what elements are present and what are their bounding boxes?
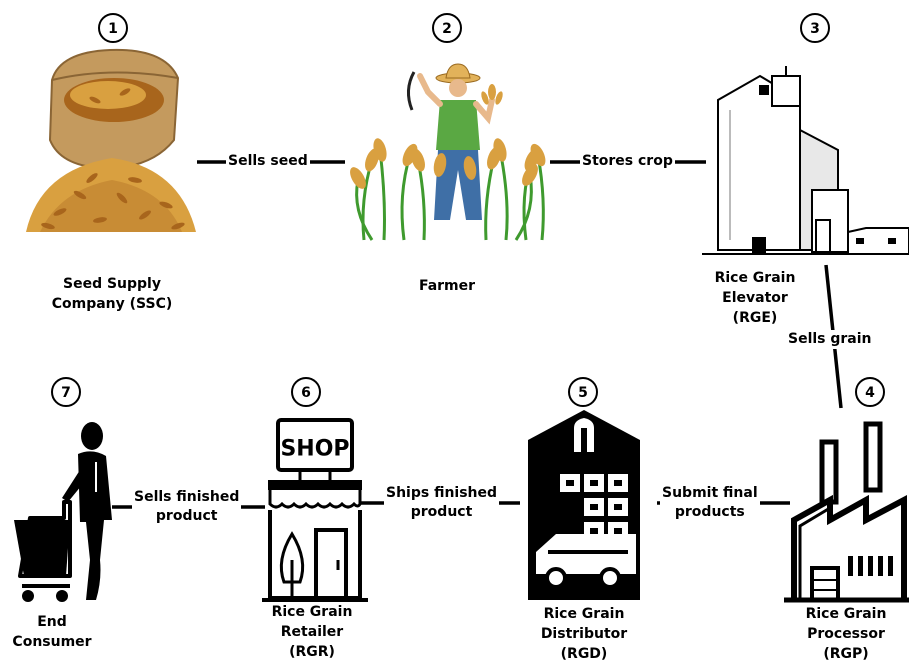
edge-label-line: Stores crop xyxy=(582,153,673,169)
node-label-rgr: Rice Grain Retailer (RGR) xyxy=(256,602,368,662)
node-label-line: (RGE) xyxy=(732,310,778,326)
edge-label-sells-grain: Sells grain xyxy=(786,330,874,349)
node-label-line: Rice Grain xyxy=(805,606,887,622)
node-label-rge: Rice Grain Elevator (RGE) xyxy=(700,268,810,328)
node-number-circle-3 xyxy=(800,13,830,43)
distribution-warehouse-icon xyxy=(528,410,640,600)
node-label-line: Farmer xyxy=(418,278,476,294)
node-label-rgp: Rice Grain Processor (RGP) xyxy=(790,604,902,664)
node-label-farmer: Farmer xyxy=(392,276,502,296)
node-number-circle-6 xyxy=(291,377,321,407)
node-number-2: 2 xyxy=(442,21,452,37)
node-label-line: Elevator xyxy=(722,290,788,306)
node-label-ssc: Seed Supply Company (SSC) xyxy=(42,274,182,314)
node-number-circle-4 xyxy=(855,377,885,407)
node-number-7: 7 xyxy=(61,385,71,401)
farmer-field-icon xyxy=(350,63,546,241)
node-label-line: (RGR) xyxy=(289,644,335,660)
shop-sign-text: SHOP xyxy=(280,437,349,462)
edge-label-line: Sells grain xyxy=(788,331,872,347)
edge-label-line: product xyxy=(155,508,218,524)
node-label-line: Rice Grain xyxy=(543,606,625,622)
node-label-line: Processor xyxy=(807,626,885,642)
edge-label-line: Ships finished xyxy=(386,485,498,501)
node-label-line: Rice Grain xyxy=(271,604,353,620)
shop-storefront-icon: SHOP xyxy=(262,418,368,602)
number-circles xyxy=(51,13,885,407)
node-label-line: Seed Supply xyxy=(63,276,161,292)
grain-elevator-icon xyxy=(702,66,909,255)
node-number-4: 4 xyxy=(865,385,875,401)
edge-label-line: Submit final xyxy=(662,485,758,501)
node-label-line: Retailer xyxy=(280,624,344,640)
node-number-circle-7 xyxy=(51,377,81,407)
edge-label-sells-finished-product: Sells finished product xyxy=(132,488,242,526)
node-number-circle-5 xyxy=(568,377,598,407)
edge-label-sells-seed: Sells seed xyxy=(226,152,310,171)
node-number-5: 5 xyxy=(578,385,588,401)
node-label-line: Consumer xyxy=(12,634,92,650)
node-number-3: 3 xyxy=(810,21,820,37)
edge-label-line: Sells finished xyxy=(134,489,240,505)
node-label-line: Rice Grain xyxy=(714,270,796,286)
node-number-6: 6 xyxy=(301,385,311,401)
edge-label-stores-crop: Stores crop xyxy=(580,152,675,171)
node-number-circle-2 xyxy=(432,13,462,43)
edge-label-submit-final-products: Submit final products xyxy=(660,484,760,522)
edge-label-line: product xyxy=(410,504,473,520)
seed-sack-icon xyxy=(26,48,196,232)
shopper-cart-icon xyxy=(14,422,112,602)
node-label-rgd: Rice Grain Distributor (RGD) xyxy=(528,604,640,664)
node-label-line: (RGD) xyxy=(560,646,608,662)
factory-icon xyxy=(784,421,909,603)
node-label-line: Distributor xyxy=(540,626,628,642)
node-number-1: 1 xyxy=(108,21,118,37)
edge-label-ships-finished-product: Ships finished product xyxy=(384,484,500,522)
node-label-line: Company (SSC) xyxy=(51,296,173,312)
node-label-line: End xyxy=(37,614,67,630)
node-number-circle-1 xyxy=(98,13,128,43)
edge-label-line: Sells seed xyxy=(228,153,308,169)
node-label-consumer: End Consumer xyxy=(2,612,102,652)
node-label-line: (RGP) xyxy=(823,646,869,662)
edge-label-line: products xyxy=(674,504,745,520)
